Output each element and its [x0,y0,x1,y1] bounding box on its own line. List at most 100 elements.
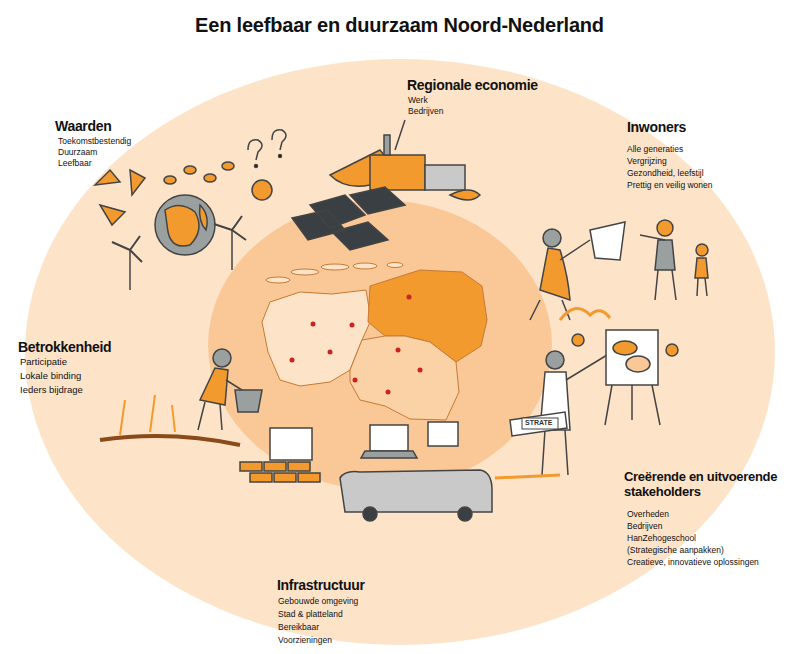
values-icons-part [95,170,145,225]
stakeholder-figure-part [626,356,650,372]
section-item: Voorzieningen [278,636,332,646]
values-icons-part [231,230,233,270]
infrastructure-icons-part-part [250,473,272,482]
residents-figures-part [560,309,610,320]
map-part [353,263,377,269]
map-part-part [311,322,316,327]
economy-icons-part [384,135,390,155]
infrastructure-icons-part [458,507,472,521]
outer-ellipse-part [25,59,775,645]
economy-icons-part [395,120,405,150]
section-item: Gezondheid, leefstijl [627,169,704,179]
economy-icons [292,120,480,250]
map-part-part [418,368,423,373]
section-heading: Creërende en uitvoerende stakeholders [624,470,792,500]
stakeholder-figure-part [605,385,660,425]
diagram-title: Een leefbaar en duurzaam Noord-Nederland [0,14,799,37]
infrastructure-icons-part [270,428,312,460]
infrastructure-icons-part [495,475,560,478]
map-part [291,269,319,275]
section-item: Bedrijven [408,107,443,117]
map-part-part [353,378,358,383]
section-heading: Betrokkenheid [18,339,111,355]
values-icons-part [204,174,216,182]
values-icons-part [155,195,215,255]
engagement-figure-part [235,390,262,412]
section-item: Leefbaar [58,159,92,169]
values-icons-part [214,216,246,240]
values-icons-part [164,176,176,184]
inner-ellipse-part [208,200,552,490]
section-item: Participatie [20,357,67,368]
engagement-figure [100,349,262,445]
map-part-part [328,350,333,355]
section-item: Duurzaam [58,148,97,158]
section-item: HanZehogeschool [627,534,696,544]
section-heading: Waarden [55,118,112,134]
engagement-figure-part [213,349,231,367]
map-part-part [407,295,412,300]
stakeholder-figure-part [546,351,564,369]
section-item: Ieders bijdrage [20,385,83,396]
map-part [387,263,403,268]
residents-figures-part [697,278,707,296]
infrastructure-icons-part-part [240,462,262,471]
map-part-part [386,390,391,395]
stakeholder-figure-part [510,412,567,436]
section-heading: Regionale economie [407,77,538,93]
outer-ellipse [25,59,775,645]
map-part-part [396,348,401,353]
scroll-text: STRATE [525,419,552,427]
section-item: Bedrijven [627,522,662,532]
values-icons [95,130,286,290]
map-part [290,295,423,395]
values-icons-part [255,165,258,168]
map [262,263,487,421]
economy-icons-part [425,165,465,190]
scroll-part [522,418,558,429]
map-part [266,277,290,283]
economy-icons-part [292,187,405,250]
residents-figures-part [590,222,625,260]
values-icons-part [248,140,262,160]
infrastructure-icons-part [361,451,417,458]
residents-figures-part [696,244,708,256]
infrastructure-icons-part [340,470,492,512]
engagement-figure-part [100,436,240,445]
residents-figures-part [640,235,676,300]
infrastructure-icons-part-part [264,462,286,471]
infrastructure-icons-part [363,507,377,521]
section-item: Stad & platteland [278,610,343,620]
section-item: Lokale binding [20,371,81,382]
infrastructure-icons-part-part [288,462,310,471]
section-item: Gebouwde omgeving [278,597,358,607]
section-item: (Strategische aanpakken) [627,546,724,556]
map-part-part [290,358,295,363]
section-heading: Infrastructuur [277,577,365,593]
infrastructure-icons-part [428,422,458,446]
stakeholder-figure-part [613,341,637,355]
section-item: Vergrijzing [627,157,667,167]
values-icons-part [272,130,286,150]
residents-figures [530,220,708,320]
infrastructure-icons-part [240,462,320,482]
residents-figures-part [655,240,675,270]
inner-ellipse [208,200,552,490]
section-item: Creatieve, innovatieve oplossingen [627,558,759,568]
section-item: Toekomstbestendig [58,137,131,147]
map-part-part [350,323,355,328]
section-item: Bereikbaar [278,623,319,633]
economy-icons-part [450,190,480,200]
infrastructure-icons-part [370,425,408,451]
stakeholder-figure [510,330,678,475]
section-item: Werk [408,96,428,106]
map-part [321,264,349,270]
engagement-figure-part [200,368,228,405]
values-icons-part [184,166,196,174]
values-icons-part [165,205,199,246]
residents-figures-part [695,258,708,278]
section-item: Prettig en veilig wonen [627,181,713,191]
section-heading: Inwoners [627,119,686,135]
